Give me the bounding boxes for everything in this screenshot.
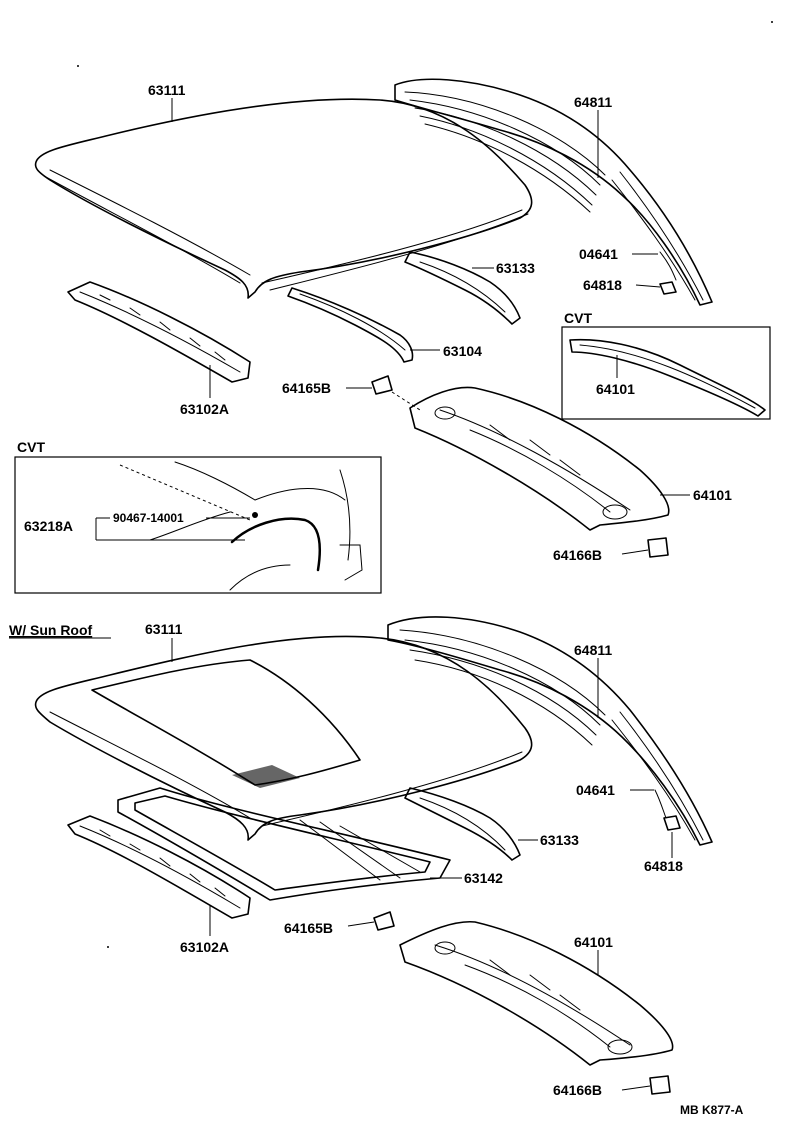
label-cvt-screw: 90467-14001 [113,511,184,525]
label-package-tray-lower: 64101 [574,934,613,950]
cvt-box-left [14,456,382,594]
roof-bow-rear-lower [404,787,521,861]
label-roof-panel-front-lower: 63102A [180,939,229,955]
label-back-window-glass-upper: 64811 [574,94,612,110]
package-tray-lower [399,920,674,1066]
labels-upper: 63111 64811 04641 64818 63133 63104 6310… [17,82,732,563]
label-roof-bow-center-upper: 63104 [443,343,482,359]
label-glass-clip-lower: 04641 [576,782,615,798]
glass-clip-upper [659,251,677,281]
label-spacer-upper: 64818 [583,277,622,293]
retainer-lower [373,911,395,931]
label-sunroof-reinforcement: 63142 [464,870,503,886]
cvt-heading-left: CVT [17,439,45,455]
footer-code: MB K877-A [680,1103,744,1117]
roof-bow-center-upper [287,287,414,363]
sunroof-heading: W/ Sun Roof [9,622,93,638]
label-roof-bow-rear-lower: 63133 [540,832,579,848]
package-tray-upper [409,386,670,531]
label-package-tray-upper: 64101 [693,487,732,503]
label-roof-panel-front-upper: 63102A [180,401,229,417]
cvt-heading-right: CVT [564,310,592,326]
label-glass-clip-upper: 04641 [579,246,618,262]
label-back-window-glass-lower: 64811 [574,642,612,658]
label-retainer-upper: 64165B [282,380,331,396]
cap-upper [647,537,669,558]
roof-panel-upper [34,98,533,299]
label-spacer-lower: 64818 [644,858,683,874]
glass-clip-lower [654,789,667,819]
cap-lower [649,1075,671,1095]
spacer-upper [659,281,677,295]
roof-panel-front-upper [67,281,251,383]
label-roof-panel-upper: 63111 [148,82,186,98]
sunroof-reinforcement [117,787,451,901]
leader-lines [95,98,690,1091]
labels-lower: W/ Sun Roof 63111 64811 04641 64818 6313… [9,621,683,1098]
back-window-glass-lower [387,616,713,846]
label-cap-lower: 64166B [553,1082,602,1098]
retainer-upper [371,375,421,411]
label-cvt-assembly: 63218A [24,518,73,534]
roof-panel-lower [34,635,533,841]
label-cap-upper: 64166B [553,547,602,563]
label-roof-bow-rear-upper: 63133 [496,260,535,276]
cvt-box-right [561,326,771,420]
label-cvt-package-tray: 64101 [596,381,635,397]
roof-bow-rear-upper [404,251,521,325]
spacer-lower [663,815,681,831]
roof-panel-front-lower [67,815,251,919]
label-retainer-lower: 64165B [284,920,333,936]
label-roof-panel-lower: 63111 [145,621,183,637]
back-window-glass-upper [394,78,713,306]
